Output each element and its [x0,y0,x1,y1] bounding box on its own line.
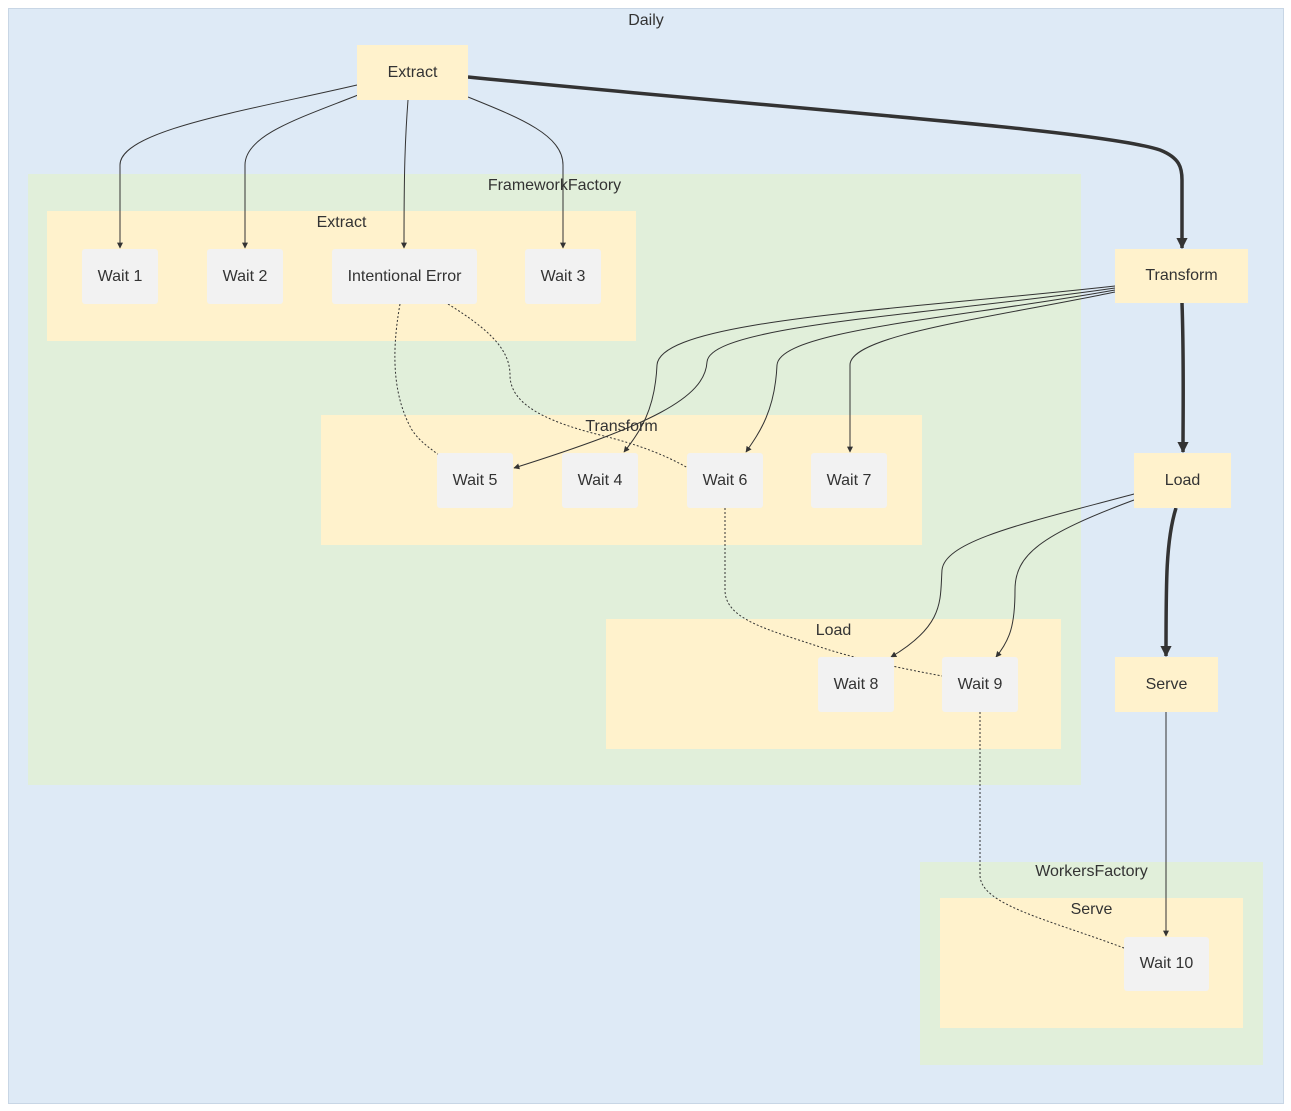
cluster-title-daily: Daily [628,12,664,29]
node-wait-9[interactable]: Wait 9 [942,657,1018,712]
cluster-title-ff-transform: Transform [585,418,658,435]
node-transform[interactable]: Transform [1115,249,1248,303]
node-wait-7[interactable]: Wait 7 [811,453,887,508]
node-wait-8[interactable]: Wait 8 [818,657,894,712]
node-wait-2[interactable]: Wait 2 [207,249,283,304]
node-intentional-error[interactable]: Intentional Error [332,249,477,304]
node-load[interactable]: Load [1134,453,1231,508]
node-wait-6[interactable]: Wait 6 [687,453,763,508]
node-serve[interactable]: Serve [1115,657,1218,712]
cluster-title-ff-extract: Extract [316,214,367,231]
node-extract[interactable]: Extract [357,45,468,100]
node-wait-3[interactable]: Wait 3 [525,249,601,304]
node-wait-10[interactable]: Wait 10 [1124,937,1209,991]
cluster-title-workers-factory: WorkersFactory [1035,863,1148,880]
node-wait-4[interactable]: Wait 4 [562,453,638,508]
node-wait-1[interactable]: Wait 1 [82,249,158,304]
node-wait-5[interactable]: Wait 5 [437,453,513,508]
cluster-title-framework-factory: FrameworkFactory [487,177,622,194]
cluster-title-ff-load: Load [815,622,852,639]
cluster-title-wf-serve: Serve [1070,901,1113,918]
